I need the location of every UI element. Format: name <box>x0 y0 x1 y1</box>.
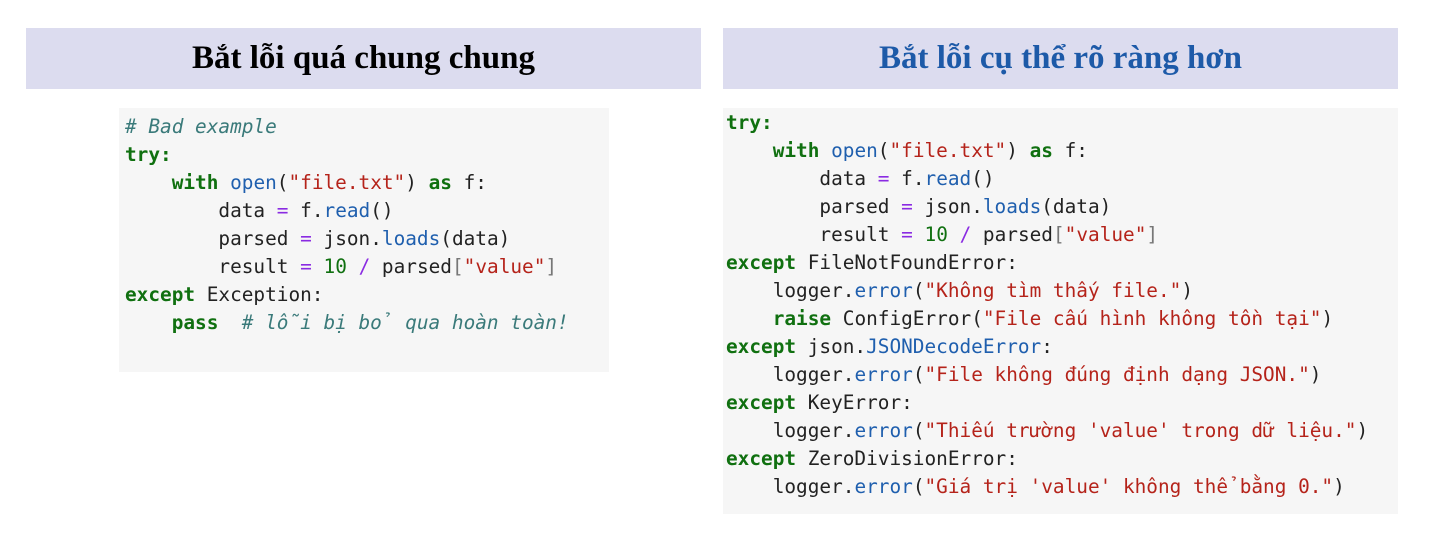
code-line: parsed = json.loads(data) <box>819 195 1112 218</box>
code-line: except FileNotFoundError: <box>726 251 1018 274</box>
code-line: result = 10 / parsed["value"] <box>819 223 1159 246</box>
code-line: with open("file.txt") as f: <box>772 139 1088 162</box>
code-line: except KeyError: <box>726 391 913 414</box>
code-line: except json.JSONDecodeError: <box>726 335 1053 358</box>
code-line: result = 10 / parsed["value"] <box>218 255 558 278</box>
right-panel-title: Bắt lỗi cụ thể rõ ràng hơn <box>723 28 1398 89</box>
code-line: logger.error("Không tìm thấy file.") <box>772 279 1194 302</box>
code-line: data = f.read() <box>218 199 394 222</box>
code-line: try: <box>125 143 172 166</box>
code-line: except ZeroDivisionError: <box>726 447 1018 470</box>
code-line: raise ConfigError("File cấu hình không t… <box>772 307 1334 330</box>
code-line: logger.error("Thiếu trường 'value' trong… <box>772 419 1369 442</box>
code-line: with open("file.txt") as f: <box>171 171 487 194</box>
code-line: data = f.read() <box>819 167 995 190</box>
good-example-code-block: try: with open("file.txt") as f: data = … <box>723 108 1398 514</box>
code-line: logger.error("File không đúng định dạng … <box>772 363 1322 386</box>
code-line: logger.error("Giá trị 'value' không thể … <box>772 475 1345 498</box>
bad-example-code-block: # Bad example try: with open("file.txt") … <box>119 108 609 372</box>
left-panel-title: Bắt lỗi quá chung chung <box>26 28 701 89</box>
code-line: except Exception: <box>125 283 324 306</box>
code-line: try: <box>726 111 773 134</box>
code-line: parsed = json.loads(data) <box>218 227 511 250</box>
code-line: pass # lỗi bị bỏ qua hoàn toàn! <box>171 311 569 334</box>
code-line: # Bad example <box>125 115 277 138</box>
